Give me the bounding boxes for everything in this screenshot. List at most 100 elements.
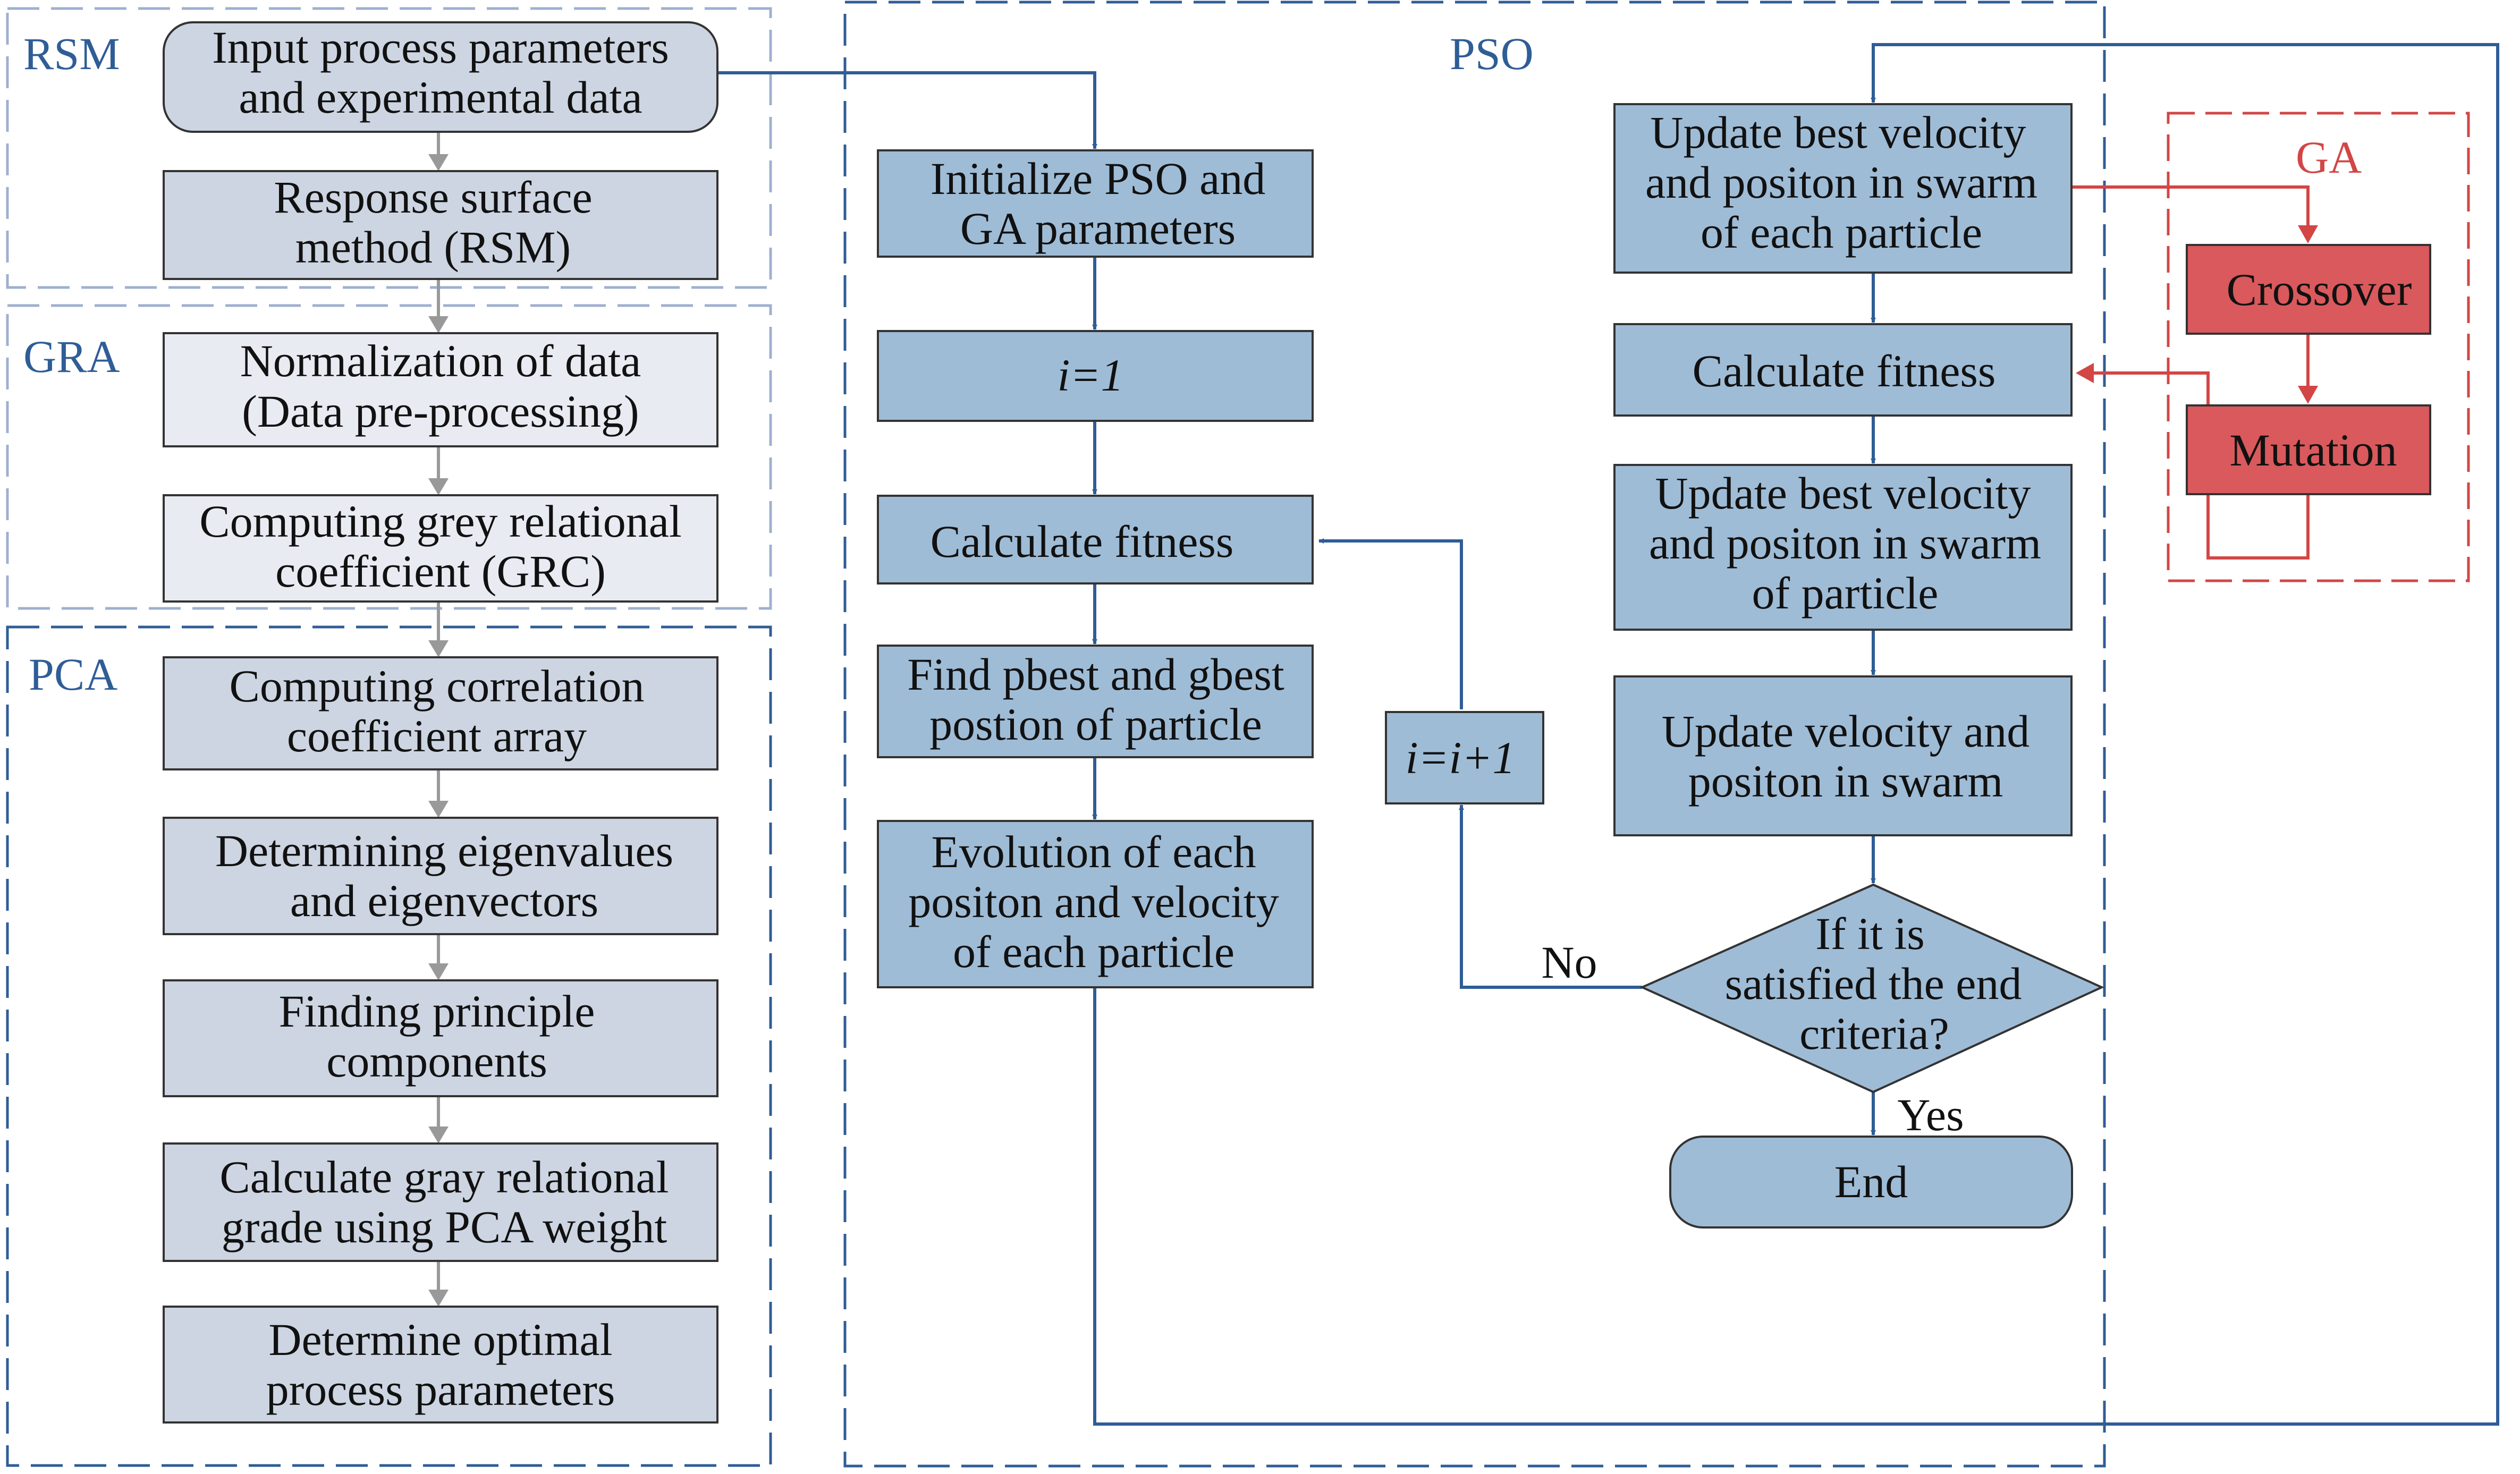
node-text: i=1	[1058, 350, 1124, 401]
node-text: Update best velocity	[1651, 107, 2026, 158]
node-text: and positon in swarm	[1645, 157, 2037, 208]
node-normalization: Normalization of data(Data pre-processin…	[163, 332, 718, 447]
node-text: of particle	[1752, 567, 1939, 619]
node-text: and positon in swarm	[1649, 518, 2041, 569]
node-text: process parameters	[266, 1364, 615, 1415]
edge-label-no: No	[1541, 937, 1597, 988]
node-text: GA parameters	[960, 203, 1236, 254]
edge-iinc-to-calc1	[1318, 538, 1463, 709]
svg-text:End: End	[1834, 1156, 1908, 1207]
node-text: Update best velocity	[1655, 468, 2031, 519]
gra-group-frame	[6, 304, 772, 610]
node-text: Finding principle	[279, 986, 595, 1037]
node-text: Response surface	[274, 172, 592, 223]
node-text: of each particle	[953, 926, 1234, 977]
node-i-increment: i=i+1	[1385, 711, 1544, 804]
node-text: Mutation	[2229, 425, 2397, 476]
node-text: of each particle	[1701, 207, 1982, 258]
node-text: and experimental data	[239, 72, 642, 123]
node-text: Input process parameters	[212, 22, 669, 73]
node-text: Initialize PSO and	[931, 153, 1266, 204]
node-text: positon in swarm	[1688, 756, 2003, 807]
svg-text:Mutation: Mutation	[2229, 425, 2397, 476]
node-text: grade using PCA weight	[222, 1201, 667, 1252]
ga-arrows	[2071, 185, 2318, 560]
node-text: Find pbest and gbest	[907, 649, 1284, 700]
node-i-equals-1: i=1	[877, 330, 1314, 422]
node-text: Determine optimal	[268, 1314, 612, 1365]
node-text: Calculate fitness	[931, 516, 1234, 567]
rsm-group-frame	[6, 7, 772, 289]
svg-text:Crossover: Crossover	[2227, 264, 2412, 315]
node-calculate-fitness-1: Calculate fitness	[877, 495, 1314, 584]
node-text: postion of particle	[929, 699, 1262, 750]
rsm-group-label: RSM	[23, 28, 120, 79]
node-text: satisfied the end	[1725, 958, 2022, 1009]
node-text: (Data pre-processing)	[242, 386, 639, 437]
node-text: Normalization of data	[240, 335, 641, 386]
ga-group-frame	[2167, 112, 2470, 582]
node-text: Calculate gray relational	[219, 1151, 669, 1202]
node-text: coefficient (GRC)	[275, 546, 606, 597]
node-end: End	[1669, 1136, 2073, 1229]
edge-input-to-init	[717, 71, 1097, 149]
node-text: If it is	[1815, 908, 1924, 959]
node-text: method (RSM)	[295, 222, 571, 273]
node-text: Computing correlation	[229, 660, 644, 711]
svg-text:Calculate fitness: Calculate fitness	[931, 516, 1234, 567]
pca-group-label: PCA	[29, 649, 117, 700]
node-text: Crossover	[2227, 264, 2412, 315]
pso-group-label: PSO	[1450, 28, 1534, 79]
edge-label-yes: Yes	[1897, 1089, 1964, 1140]
edge-decision-no-to-iinc	[1459, 804, 1642, 989]
svg-text:i=1: i=1	[1058, 350, 1124, 401]
node-text: Calculate fitness	[1693, 345, 1996, 396]
ga-group-label: GA	[2296, 132, 2362, 183]
left-column-arrows	[428, 132, 449, 1307]
edge-evolution-to-update1	[1093, 43, 2499, 1426]
node-text: and eigenvectors	[290, 875, 598, 926]
node-text: components	[326, 1036, 547, 1087]
node-text: i=i+1	[1406, 732, 1516, 783]
node-text: criteria?	[1799, 1008, 1949, 1059]
pso-group-frame	[843, 1, 2106, 1468]
node-text: Determining eigenvalues	[215, 825, 673, 876]
svg-text:Calculate fitness: Calculate fitness	[1693, 345, 1996, 396]
node-calculate-fitness-2: Calculate fitness	[1613, 323, 2073, 417]
node-text: coefficient array	[287, 710, 587, 761]
svg-text:i=i+1: i=i+1	[1406, 732, 1516, 783]
node-crossover: Crossover	[2186, 244, 2431, 335]
node-text: End	[1834, 1156, 1908, 1207]
node-text: Computing grey relational	[199, 496, 682, 547]
node-text: positon and velocity	[908, 876, 1279, 927]
node-mutation: Mutation	[2186, 404, 2431, 495]
